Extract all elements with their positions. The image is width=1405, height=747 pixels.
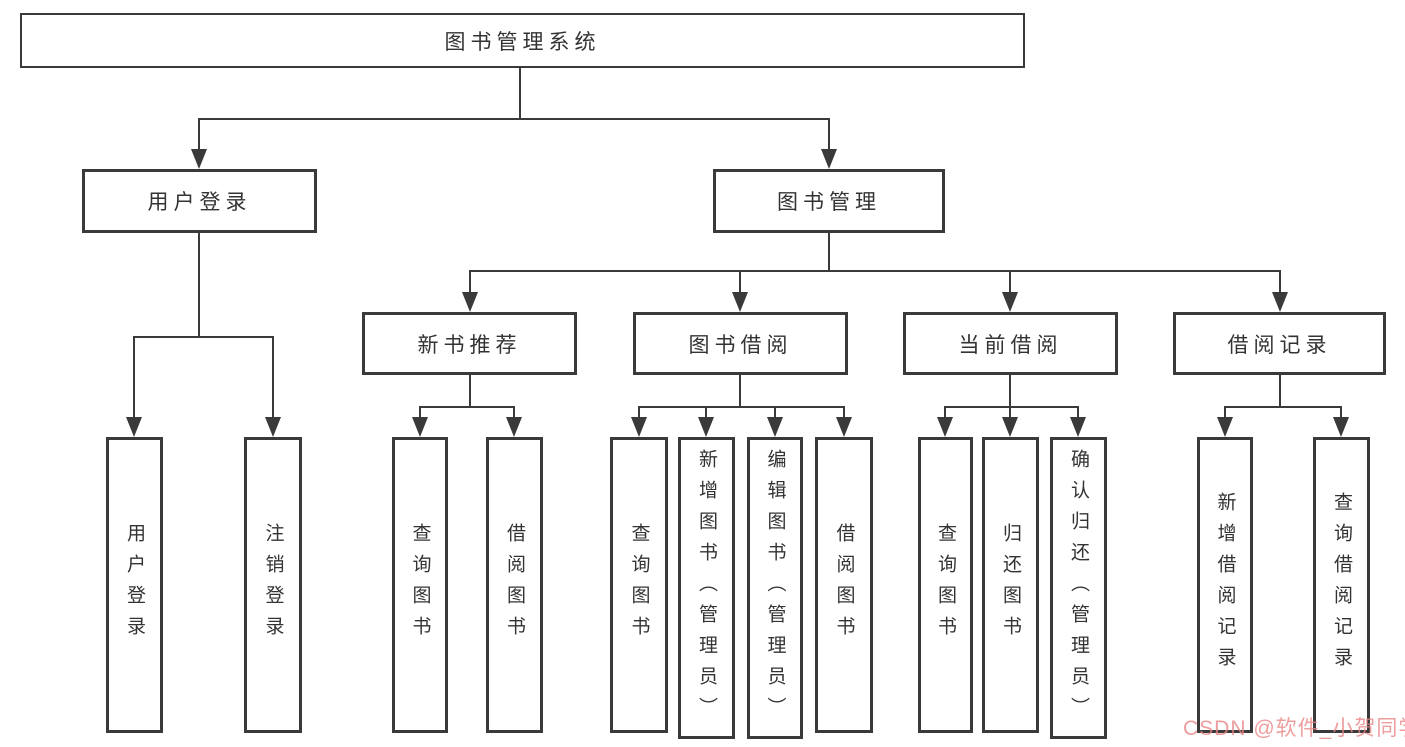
node-borrow-records: 借阅记录	[1173, 312, 1386, 375]
connector-drop	[944, 406, 946, 421]
connector-drop	[1009, 406, 1011, 421]
connector-bookmgmt-rail	[469, 270, 1281, 272]
arrow-down-icon	[506, 417, 522, 437]
arrow-down-icon	[821, 149, 837, 169]
node-label: 借阅记录	[1227, 333, 1332, 357]
arrow-down-icon	[1217, 417, 1233, 437]
arrow-down-icon	[265, 417, 281, 437]
connector-drop	[739, 270, 741, 296]
node-book-borrowing: 图书借阅	[633, 312, 848, 375]
connector-userlogin-stem	[198, 233, 200, 336]
connector-newbook-rail	[419, 406, 515, 408]
leaf-add-borrow-record: 新增借阅记录	[1197, 437, 1253, 733]
node-book-management: 图书管理	[713, 169, 945, 233]
connector-drop	[828, 118, 830, 154]
connector-userlogin-rail	[133, 336, 274, 338]
arrow-down-icon	[732, 292, 748, 312]
leaf-label: 查询图书	[628, 523, 650, 647]
leaf-label: 查询图书	[935, 523, 956, 647]
leaf-label: 查询图书	[409, 523, 431, 647]
node-label: 用户登录	[147, 191, 252, 214]
connector-drop	[272, 336, 274, 421]
node-label: 图书借阅	[688, 333, 793, 357]
connector-drop	[638, 406, 640, 421]
leaf-return-book: 归还图书	[982, 437, 1039, 733]
connector-bookmgmt-stem	[828, 233, 830, 272]
leaf-label: 新增图书（管理员）	[696, 448, 717, 728]
connector-drop	[419, 406, 421, 421]
arrow-down-icon	[462, 292, 478, 312]
node-new-book-recommend: 新书推荐	[362, 312, 577, 375]
node-label: 新书推荐	[417, 333, 522, 357]
connector-borrowing-rail	[638, 406, 845, 408]
connector-borrowing-stem	[739, 375, 741, 408]
node-user-login: 用户登录	[82, 169, 317, 233]
leaf-borrow-book: 借阅图书	[815, 437, 873, 733]
connector-newbook-stem	[469, 375, 471, 408]
node-current-borrowing: 当前借阅	[903, 312, 1118, 375]
connector-current-stem	[1009, 375, 1011, 408]
leaf-query-book-recommend: 查询图书	[392, 437, 448, 733]
node-library-system: 图书管理系统	[20, 13, 1025, 68]
leaf-label: 用户登录	[124, 523, 145, 647]
connector-drop	[1009, 270, 1011, 296]
arrow-down-icon	[1070, 417, 1086, 437]
connector-drop	[1340, 406, 1342, 421]
leaf-add-book-admin: 新增图书（管理员）	[678, 437, 735, 739]
arrow-down-icon	[937, 417, 953, 437]
arrow-down-icon	[126, 417, 142, 437]
connector-drop	[843, 406, 845, 421]
connector-root-rail	[198, 118, 830, 120]
leaf-label: 借阅图书	[504, 523, 525, 647]
leaf-user-login: 用户登录	[106, 437, 163, 733]
connector-drop	[774, 406, 776, 421]
arrow-down-icon	[1333, 417, 1349, 437]
connector-drop	[705, 406, 707, 421]
arrow-down-icon	[767, 417, 783, 437]
arrow-down-icon	[191, 149, 207, 169]
leaf-borrow-book-recommend: 借阅图书	[486, 437, 543, 733]
arrow-down-icon	[836, 417, 852, 437]
connector-records-rail	[1224, 406, 1342, 408]
connector-drop	[1224, 406, 1226, 421]
arrow-down-icon	[698, 417, 714, 437]
connector-records-stem	[1279, 375, 1281, 408]
connector-drop	[198, 118, 200, 154]
connector-drop	[133, 336, 135, 421]
node-label: 当前借阅	[958, 333, 1063, 357]
leaf-label: 归还图书	[1000, 523, 1021, 647]
leaf-label: 新增借阅记录	[1214, 492, 1236, 678]
arrow-down-icon	[1002, 292, 1018, 312]
arrow-down-icon	[631, 417, 647, 437]
leaf-label: 查询借阅记录	[1331, 492, 1352, 678]
connector-current-rail	[944, 406, 1079, 408]
arrow-down-icon	[1272, 292, 1288, 312]
leaf-label: 借阅图书	[833, 523, 855, 647]
arrow-down-icon	[1002, 417, 1018, 437]
leaf-label: 确认归还（管理员）	[1068, 448, 1089, 728]
connector-drop	[1077, 406, 1079, 421]
connector-drop	[513, 406, 515, 421]
csdn-watermark: CSDN @软件_小贺同学	[1183, 717, 1405, 740]
node-label: 图书管理	[777, 191, 881, 214]
connector-drop	[469, 270, 471, 296]
leaf-confirm-return-admin: 确认归还（管理员）	[1050, 437, 1107, 739]
leaf-label: 编辑图书（管理员）	[764, 448, 786, 728]
connector-drop	[1279, 270, 1281, 296]
leaf-label: 注销登录	[262, 523, 284, 647]
connector-root-stem	[519, 68, 521, 120]
leaf-query-book-borrowing: 查询图书	[610, 437, 668, 733]
leaf-logout: 注销登录	[244, 437, 302, 733]
node-label: 图书管理系统	[444, 30, 601, 54]
arrow-down-icon	[412, 417, 428, 437]
leaf-edit-book-admin: 编辑图书（管理员）	[747, 437, 803, 739]
leaf-query-book-current: 查询图书	[918, 437, 973, 733]
leaf-query-borrow-record: 查询借阅记录	[1313, 437, 1370, 733]
